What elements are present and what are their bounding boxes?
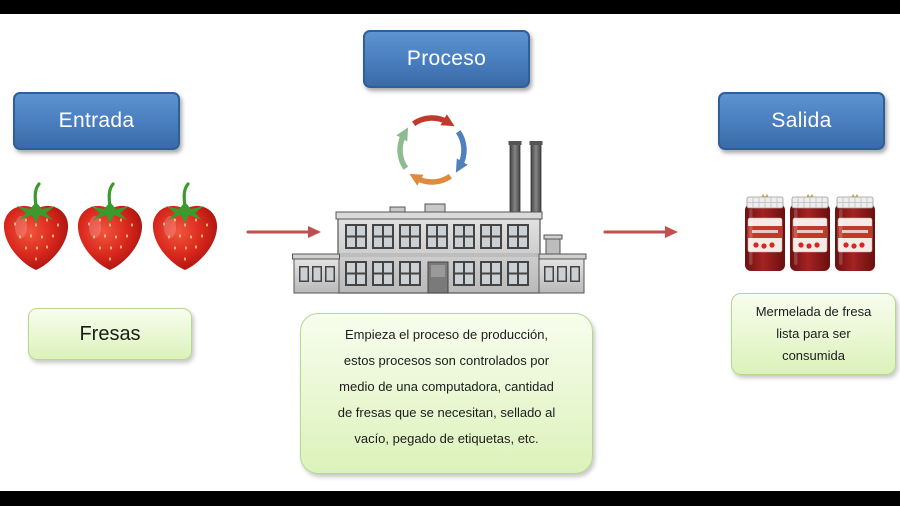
jam-jars [744,194,876,272]
output-stage-title: Salida [718,92,885,150]
output-description-line: consumida [782,348,845,363]
process-note-box: Empieza el proceso de producción, estos … [300,313,593,474]
jam-jar-icon [834,194,876,272]
strawberry-icon [2,182,70,272]
input-note-box: Fresas [28,308,192,360]
arrow-right-icon [603,226,678,238]
arrow-right-icon [246,226,321,238]
process-description-line: Empieza el proceso de producción, [344,327,549,342]
cycle-arrows-icon [396,114,468,186]
output-note-box: Mermelada de fresa lista para ser consum… [731,293,896,375]
process-stage-title: Proceso [363,30,530,88]
process-description-line: medio de una computadora, cantidad [339,379,554,394]
letterbox-top [0,0,900,14]
jam-jar-icon [789,194,831,272]
jam-jar-icon [744,194,786,272]
process-description-line: vacío, pegado de etiquetas, etc. [354,431,539,446]
input-label: Fresas [79,322,141,345]
input-stage-title: Entrada [13,92,180,150]
process-description-line: estos procesos son controlados por [343,353,550,368]
strawberry-icon [151,182,219,272]
factory-icon [292,141,587,294]
output-description-line: lista para ser [776,326,851,341]
strawberry-icon [76,182,144,272]
output-description-line: Mermelada de fresa [755,304,872,319]
letterbox-bottom [0,491,900,506]
process-description-line: de fresas que se necesitan, sellado al [337,405,556,420]
